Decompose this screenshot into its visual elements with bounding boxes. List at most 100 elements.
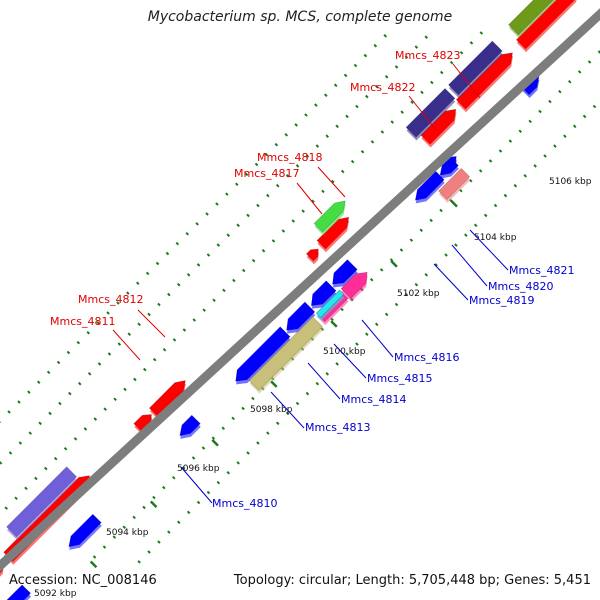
gene-blue-far-left[interactable] — [2, 584, 32, 600]
tick-mark — [355, 104, 359, 109]
tick-mark — [275, 183, 280, 188]
gene-mmcs-4816[interactable] — [340, 271, 368, 302]
gene-label-mmcs-4817[interactable]: Mmcs_4817 — [234, 167, 299, 180]
gene-mmcs-4822-navy[interactable] — [405, 88, 456, 141]
gene-label-mmcs-4819[interactable]: Mmcs_4819 — [469, 294, 534, 307]
tick-mark — [266, 431, 270, 435]
tick-mark — [449, 60, 454, 65]
tick-mark — [399, 248, 404, 252]
gene-mmcs-4822-navy-body — [405, 88, 456, 138]
tick-mark — [473, 223, 478, 228]
tick-mark — [404, 55, 409, 59]
tick-mark — [325, 372, 330, 376]
gene-label-mmcs-4810[interactable]: Mmcs_4810 — [212, 497, 277, 510]
leader-line — [112, 329, 141, 361]
tick-mark — [87, 372, 92, 376]
gene-mmcs-4820-pink[interactable] — [438, 167, 471, 203]
tick-mark — [538, 109, 542, 114]
tick-mark — [222, 288, 226, 293]
gene-mmcs-4823-navy[interactable] — [448, 40, 503, 99]
leader-line — [452, 63, 481, 99]
label-leader-lines — [112, 63, 509, 504]
tick-mark — [216, 243, 221, 247]
gene-mmcs-4817[interactable] — [305, 248, 319, 265]
tick-mark — [236, 223, 240, 228]
gene-mmcs-4822b-body — [455, 52, 513, 110]
tick-mark — [96, 321, 100, 325]
major-tick-mark — [89, 560, 98, 569]
tick-mark — [191, 456, 196, 460]
gene-label-mmcs-4823[interactable]: Mmcs_4823 — [395, 49, 460, 62]
tick-mark — [0, 461, 3, 465]
gene-label-mmcs-4820[interactable]: Mmcs_4820 — [488, 280, 553, 293]
gene-blue-4813b[interactable] — [286, 301, 316, 334]
tick-mark — [353, 63, 358, 68]
gene-label-mmcs-4818[interactable]: Mmcs_4818 — [257, 151, 322, 164]
tick-mark — [563, 134, 567, 138]
gene-label-mmcs-4814[interactable]: Mmcs_4814 — [341, 393, 406, 406]
tick-mark — [167, 530, 171, 534]
gene-lavender-left[interactable] — [6, 466, 78, 540]
tick-mark — [493, 203, 498, 208]
tick-mark — [216, 480, 221, 485]
gene-mmcs-4822b[interactable] — [455, 52, 513, 113]
gene-mmcs-4823-navy-body — [448, 40, 503, 96]
gene-mmcs-4817b[interactable] — [316, 216, 350, 253]
tick-mark — [350, 159, 355, 164]
tick-mark — [226, 233, 231, 237]
tick-mark — [162, 485, 166, 490]
gene-label-mmcs-4821[interactable]: Mmcs_4821 — [509, 264, 574, 277]
tick-mark — [28, 431, 33, 435]
gene-mmcs-4810[interactable] — [179, 414, 201, 439]
tick-mark — [343, 73, 348, 78]
gene-label-mmcs-4815[interactable]: Mmcs_4815 — [367, 372, 432, 385]
tick-mark — [410, 100, 414, 105]
gene-olive-right[interactable] — [508, 0, 572, 38]
gene-blue-4813d[interactable] — [332, 259, 358, 288]
tick-mark — [186, 273, 191, 277]
gene-label-mmcs-4816[interactable]: Mmcs_4816 — [394, 351, 459, 364]
tick-mark — [241, 268, 246, 273]
tick-mark — [281, 229, 286, 233]
gene-mmcs-4820-pink-body — [438, 167, 471, 200]
tick-mark — [93, 417, 98, 421]
tick-mark — [24, 486, 28, 491]
tick-mark — [424, 35, 429, 39]
tick-mark — [304, 113, 308, 117]
gene-mmcs-4814[interactable] — [248, 316, 324, 394]
tick-mark — [236, 461, 240, 465]
tick-mark — [147, 312, 151, 317]
gene-red-right[interactable] — [515, 0, 578, 53]
tick-mark — [383, 33, 388, 38]
tick-mark — [201, 446, 206, 450]
gene-mmcs-4815-cyan[interactable] — [315, 289, 345, 321]
gene-mmcs-4819[interactable] — [414, 170, 445, 204]
leader-line — [317, 166, 346, 198]
tick-mark — [142, 505, 146, 510]
tick-mark — [345, 352, 349, 356]
gene-label-mmcs-4822[interactable]: Mmcs_4822 — [350, 81, 415, 94]
tick-mark — [419, 228, 424, 233]
gene-mmcs-4818[interactable] — [313, 200, 346, 236]
gene-mmcs-4813[interactable] — [235, 326, 291, 385]
major-tick-mark — [270, 380, 278, 388]
tick-mark — [454, 243, 458, 247]
leader-line — [361, 319, 394, 358]
gene-blue-4813c[interactable] — [310, 280, 337, 309]
leader-line — [296, 182, 323, 215]
gene-blue-mid-left[interactable] — [68, 513, 102, 550]
tick-mark — [384, 75, 389, 79]
tick-mark — [172, 338, 177, 342]
tick-mark — [548, 99, 552, 104]
gene-label-mmcs-4812[interactable]: Mmcs_4812 — [78, 293, 143, 306]
tick-mark — [212, 298, 216, 303]
tick-mark — [226, 470, 231, 475]
gene-label-mmcs-4813[interactable]: Mmcs_4813 — [305, 421, 370, 434]
major-tick-mark — [211, 439, 219, 447]
tick-mark — [196, 263, 201, 267]
tick-mark — [572, 124, 577, 129]
gene-mmcs-4822[interactable] — [420, 108, 457, 148]
tick-mark — [323, 93, 328, 98]
gene-label-mmcs-4811[interactable]: Mmcs_4811 — [50, 315, 115, 328]
tick-mark — [266, 193, 270, 198]
